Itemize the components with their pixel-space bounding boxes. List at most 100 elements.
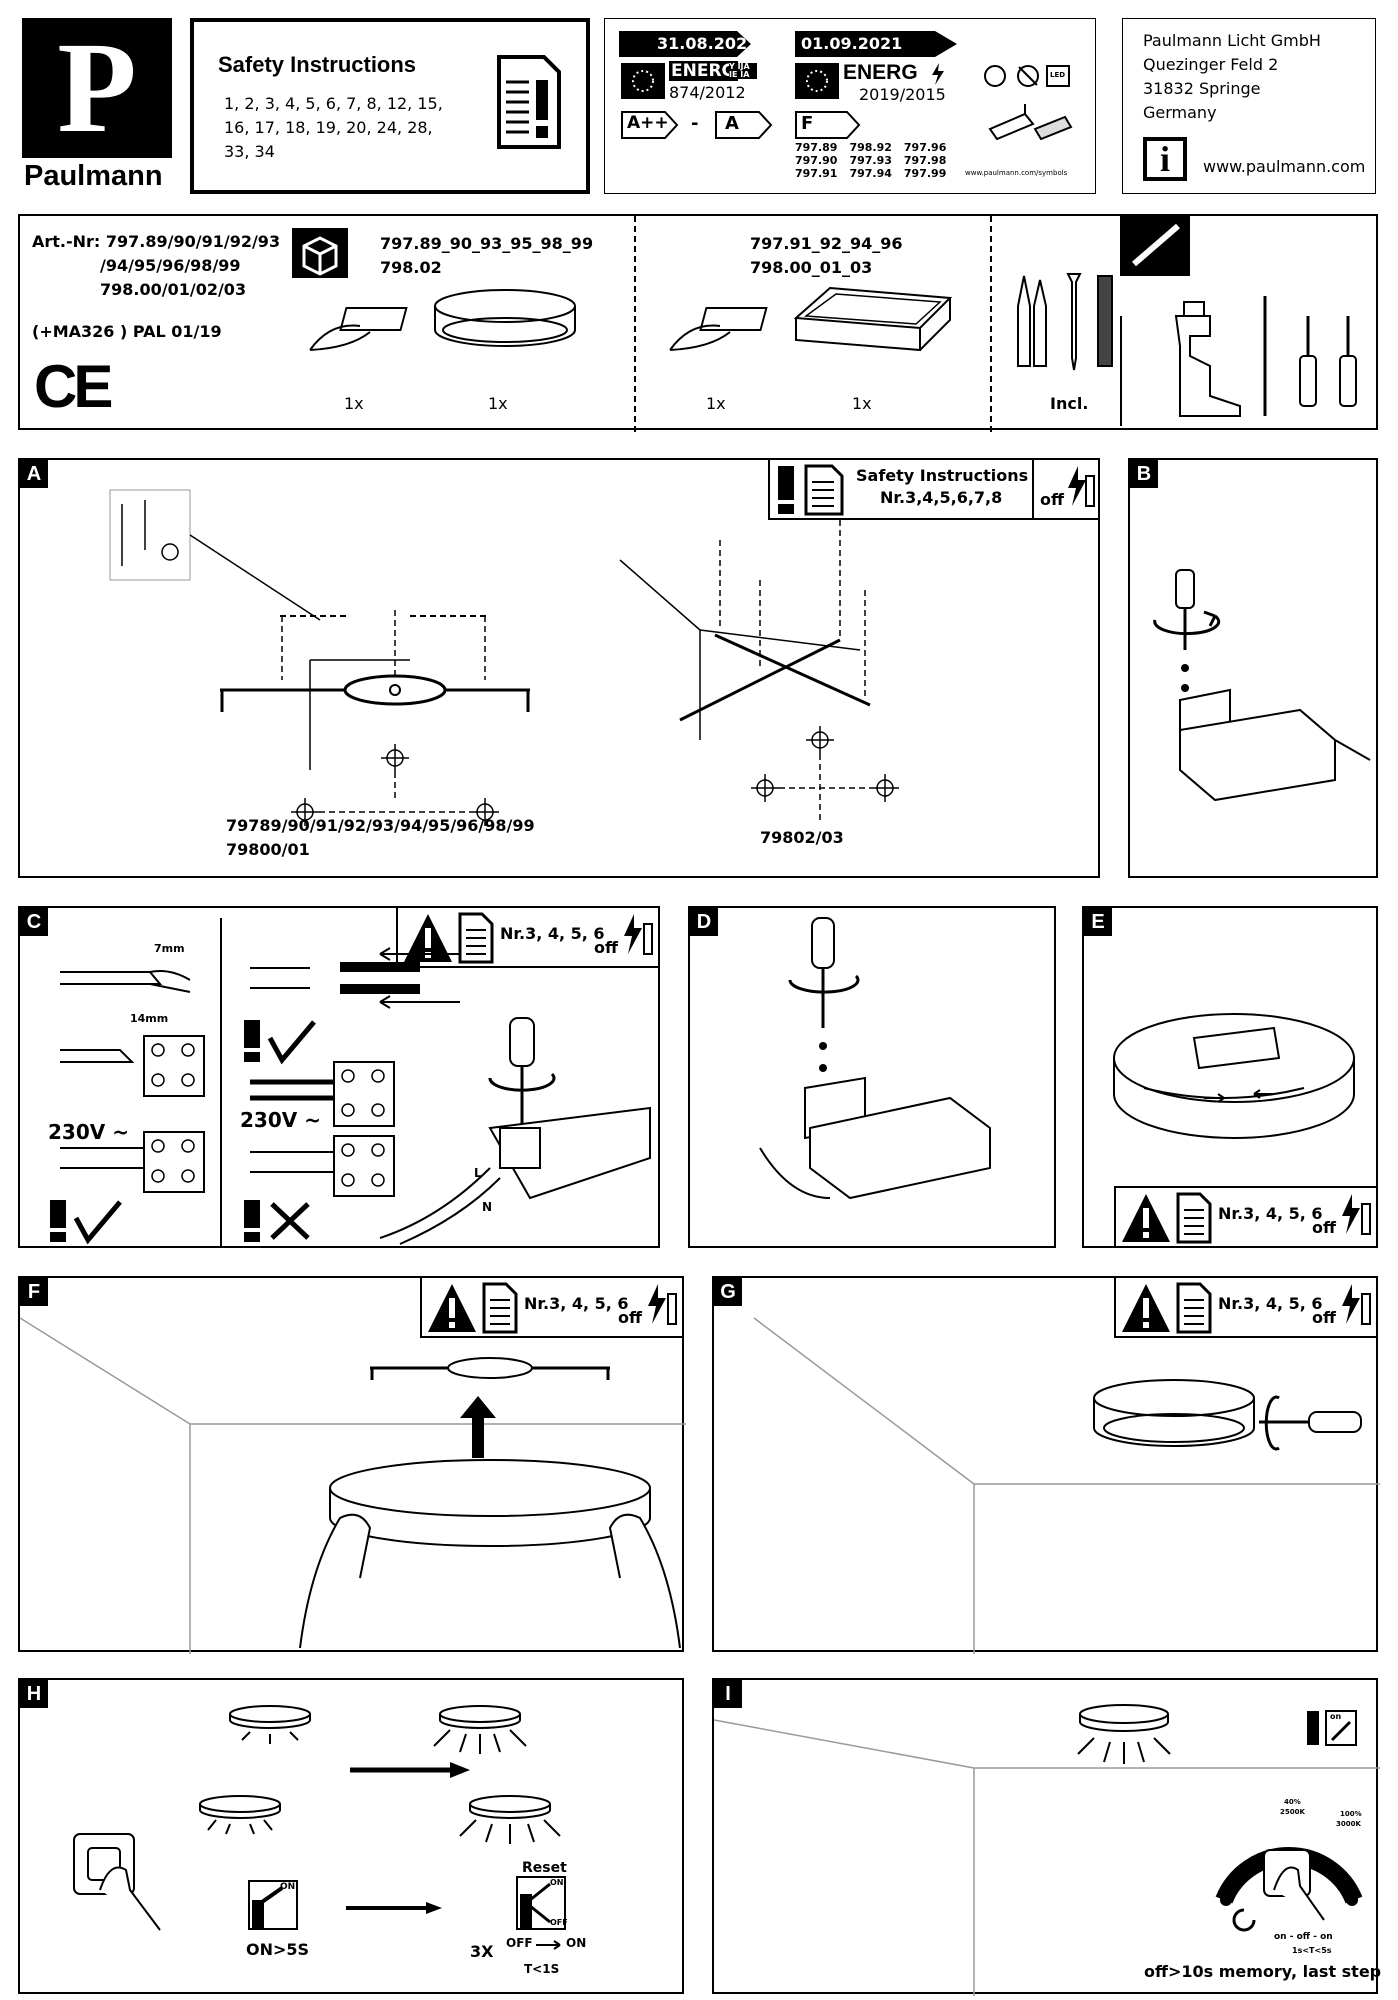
square-codes-1: 797.91_92_94_96 <box>750 234 903 253</box>
terminal-connection-1 <box>60 1035 205 1097</box>
energy-label-new: ENERG <box>843 61 918 84</box>
on-label-i: on <box>1330 1712 1342 1721</box>
reset-label: Reset <box>522 1860 567 1876</box>
box-package-icon <box>292 228 348 278</box>
switch-reset-icon <box>516 1876 566 1930</box>
switch-on-icon-i <box>1307 1710 1357 1746</box>
lightning-switch-icon <box>1068 466 1095 507</box>
safety-warning-g: Nr.3, 4, 5, 6 off <box>1114 1278 1376 1338</box>
logo-brand: Paulmann <box>24 160 163 192</box>
document-icon-g <box>1176 1282 1212 1334</box>
panel-side-screw-illustration <box>1093 1379 1362 1451</box>
document-icon-f <box>482 1282 518 1334</box>
screwdriver-icon <box>1120 216 1190 276</box>
cross-bracket-mounting <box>619 520 899 820</box>
switch-on-label: ON <box>280 1882 296 1892</box>
safety-warning-a: Safety Instructions Nr.3,4,5,6,7,8 off <box>768 460 1098 520</box>
warn-nums-f: Nr.3, 4, 5, 6 <box>524 1294 629 1313</box>
eu-flag-icon <box>621 63 665 99</box>
class-box-to <box>715 111 773 139</box>
warn-nums-c: Nr.3, 4, 5, 6 <box>500 924 605 943</box>
panel-g: G Nr.3, 4, 5, 6 off <box>712 1276 1380 1654</box>
document-icon <box>804 464 844 516</box>
square-panel-illustration <box>793 286 953 352</box>
cycle-label: on - off - on <box>1274 1932 1333 1942</box>
arrow-to-reset <box>346 1902 442 1914</box>
qty-driver-round: 1x <box>344 394 364 413</box>
lightning-switch-icon-f <box>648 1284 677 1325</box>
safety-warning-e: Nr.3, 4, 5, 6 off <box>1114 1186 1376 1246</box>
exclamation-icon <box>778 466 794 514</box>
panel-e: E Nr.3, 4, 5, 6 off <box>1082 906 1378 1248</box>
company-web[interactable]: www.paulmann.com <box>1203 157 1366 176</box>
warn-nums-g: Nr.3, 4, 5, 6 <box>1218 1294 1323 1313</box>
warn-nums-e: Nr.3, 4, 5, 6 <box>1218 1204 1323 1223</box>
arrow-date-new <box>795 31 957 57</box>
ok-check-icon-2 <box>244 1020 316 1065</box>
terminal-connection-2 <box>60 1131 205 1193</box>
dimmer-wheel-illustration[interactable] <box>1214 1790 1364 1932</box>
wire-strip-illustration <box>60 970 191 993</box>
article-box: Art.-Nr: 797.89/90/91/92/93 /94/95/96/98… <box>18 214 1378 432</box>
document-icon-e <box>1176 1192 1212 1244</box>
lightning-switch-icon-e <box>1342 1194 1371 1235</box>
company-box: Paulmann Licht GmbH Quezinger Feld 2 318… <box>1122 18 1376 194</box>
paulmann-logo: P Paulmann <box>22 18 172 194</box>
panel-a: A Safety Instructions Nr.3,4,5,6,7,8 off… <box>18 458 1100 878</box>
panel-label-e: E <box>1084 908 1112 936</box>
screwdriver-driver-mounting <box>1153 569 1371 802</box>
terminal-connection-4 <box>250 1135 395 1197</box>
off-label-a: off <box>1040 490 1064 509</box>
room-corner-lines-i <box>713 1719 1380 1996</box>
energy-reg-new: 2019/2015 <box>859 85 946 104</box>
class-box-from <box>621 111 679 139</box>
lightning-switch-icon-c <box>624 914 653 955</box>
driver-illustration-2 <box>669 307 768 351</box>
qty-panel-square: 1x <box>852 394 872 413</box>
tools-divider <box>1120 316 1122 426</box>
on-5s-label: ON>5S <box>246 1940 310 1959</box>
document-warning-icon <box>497 55 561 149</box>
hand-switch-icon[interactable] <box>70 1830 170 1940</box>
panel-c: C Nr.3, 4, 5, 6 off 7mm 14mm 230V ~ 230V… <box>18 906 660 1248</box>
round-bracket-mounting <box>109 489 530 826</box>
off-label-c: off <box>594 938 618 957</box>
caption-round-2: 79800/01 <box>226 840 310 859</box>
dashed-divider-1 <box>634 216 636 432</box>
dim-40: 40% <box>1284 1798 1301 1806</box>
panel-label-c: C <box>20 908 48 936</box>
energy-reg-old: 874/2012 <box>669 83 746 102</box>
off-label-f: off <box>618 1308 642 1327</box>
off-on-end: ON <box>566 1936 587 1950</box>
company-city: 31832 Springe <box>1143 79 1261 98</box>
warning-triangle-icon-g <box>1122 1284 1170 1332</box>
energy-class-dash: - <box>691 113 699 134</box>
warning-triangle-icon-e <box>1122 1194 1170 1242</box>
dim-3000k: 3000K <box>1336 1820 1361 1828</box>
round-panel-inside-illustration <box>1113 1013 1355 1139</box>
off-label-e: off <box>1312 1218 1336 1237</box>
date-old: 31.08.2021 <box>657 34 759 53</box>
panel-d: D <box>688 906 1056 1248</box>
dim-100: 100% <box>1340 1810 1362 1818</box>
lamp-base-icon <box>988 104 1073 141</box>
led-symbols-icon <box>984 65 1070 87</box>
room-corner-lines-g <box>753 1317 1380 1654</box>
safety-nums-2: 16, 17, 18, 19, 20, 24, 28, <box>224 118 433 137</box>
included-label: Incl. <box>1050 394 1089 413</box>
art-line-1: Art.-Nr: 797.89/90/91/92/93 <box>32 232 281 251</box>
memory-label: off>10s memory, last step <box>1144 1962 1382 1981</box>
company-name: Paulmann Licht GmbH <box>1143 31 1321 50</box>
room-corner-lines <box>19 1317 686 1654</box>
round-codes-2: 798.02 <box>380 258 442 277</box>
panel-label-f: F <box>20 1278 48 1306</box>
eu-flag-icon-new <box>795 63 839 99</box>
arrow-date-old <box>619 31 751 57</box>
ok-check-icon <box>50 1200 122 1245</box>
dashed-divider-2 <box>990 216 992 432</box>
panel-b: B <box>1128 458 1378 878</box>
panel-label-h: H <box>20 1680 48 1708</box>
class-box-new <box>795 111 861 139</box>
panel-label-g: G <box>714 1278 742 1306</box>
not-ok-cross-icon <box>244 1200 310 1242</box>
